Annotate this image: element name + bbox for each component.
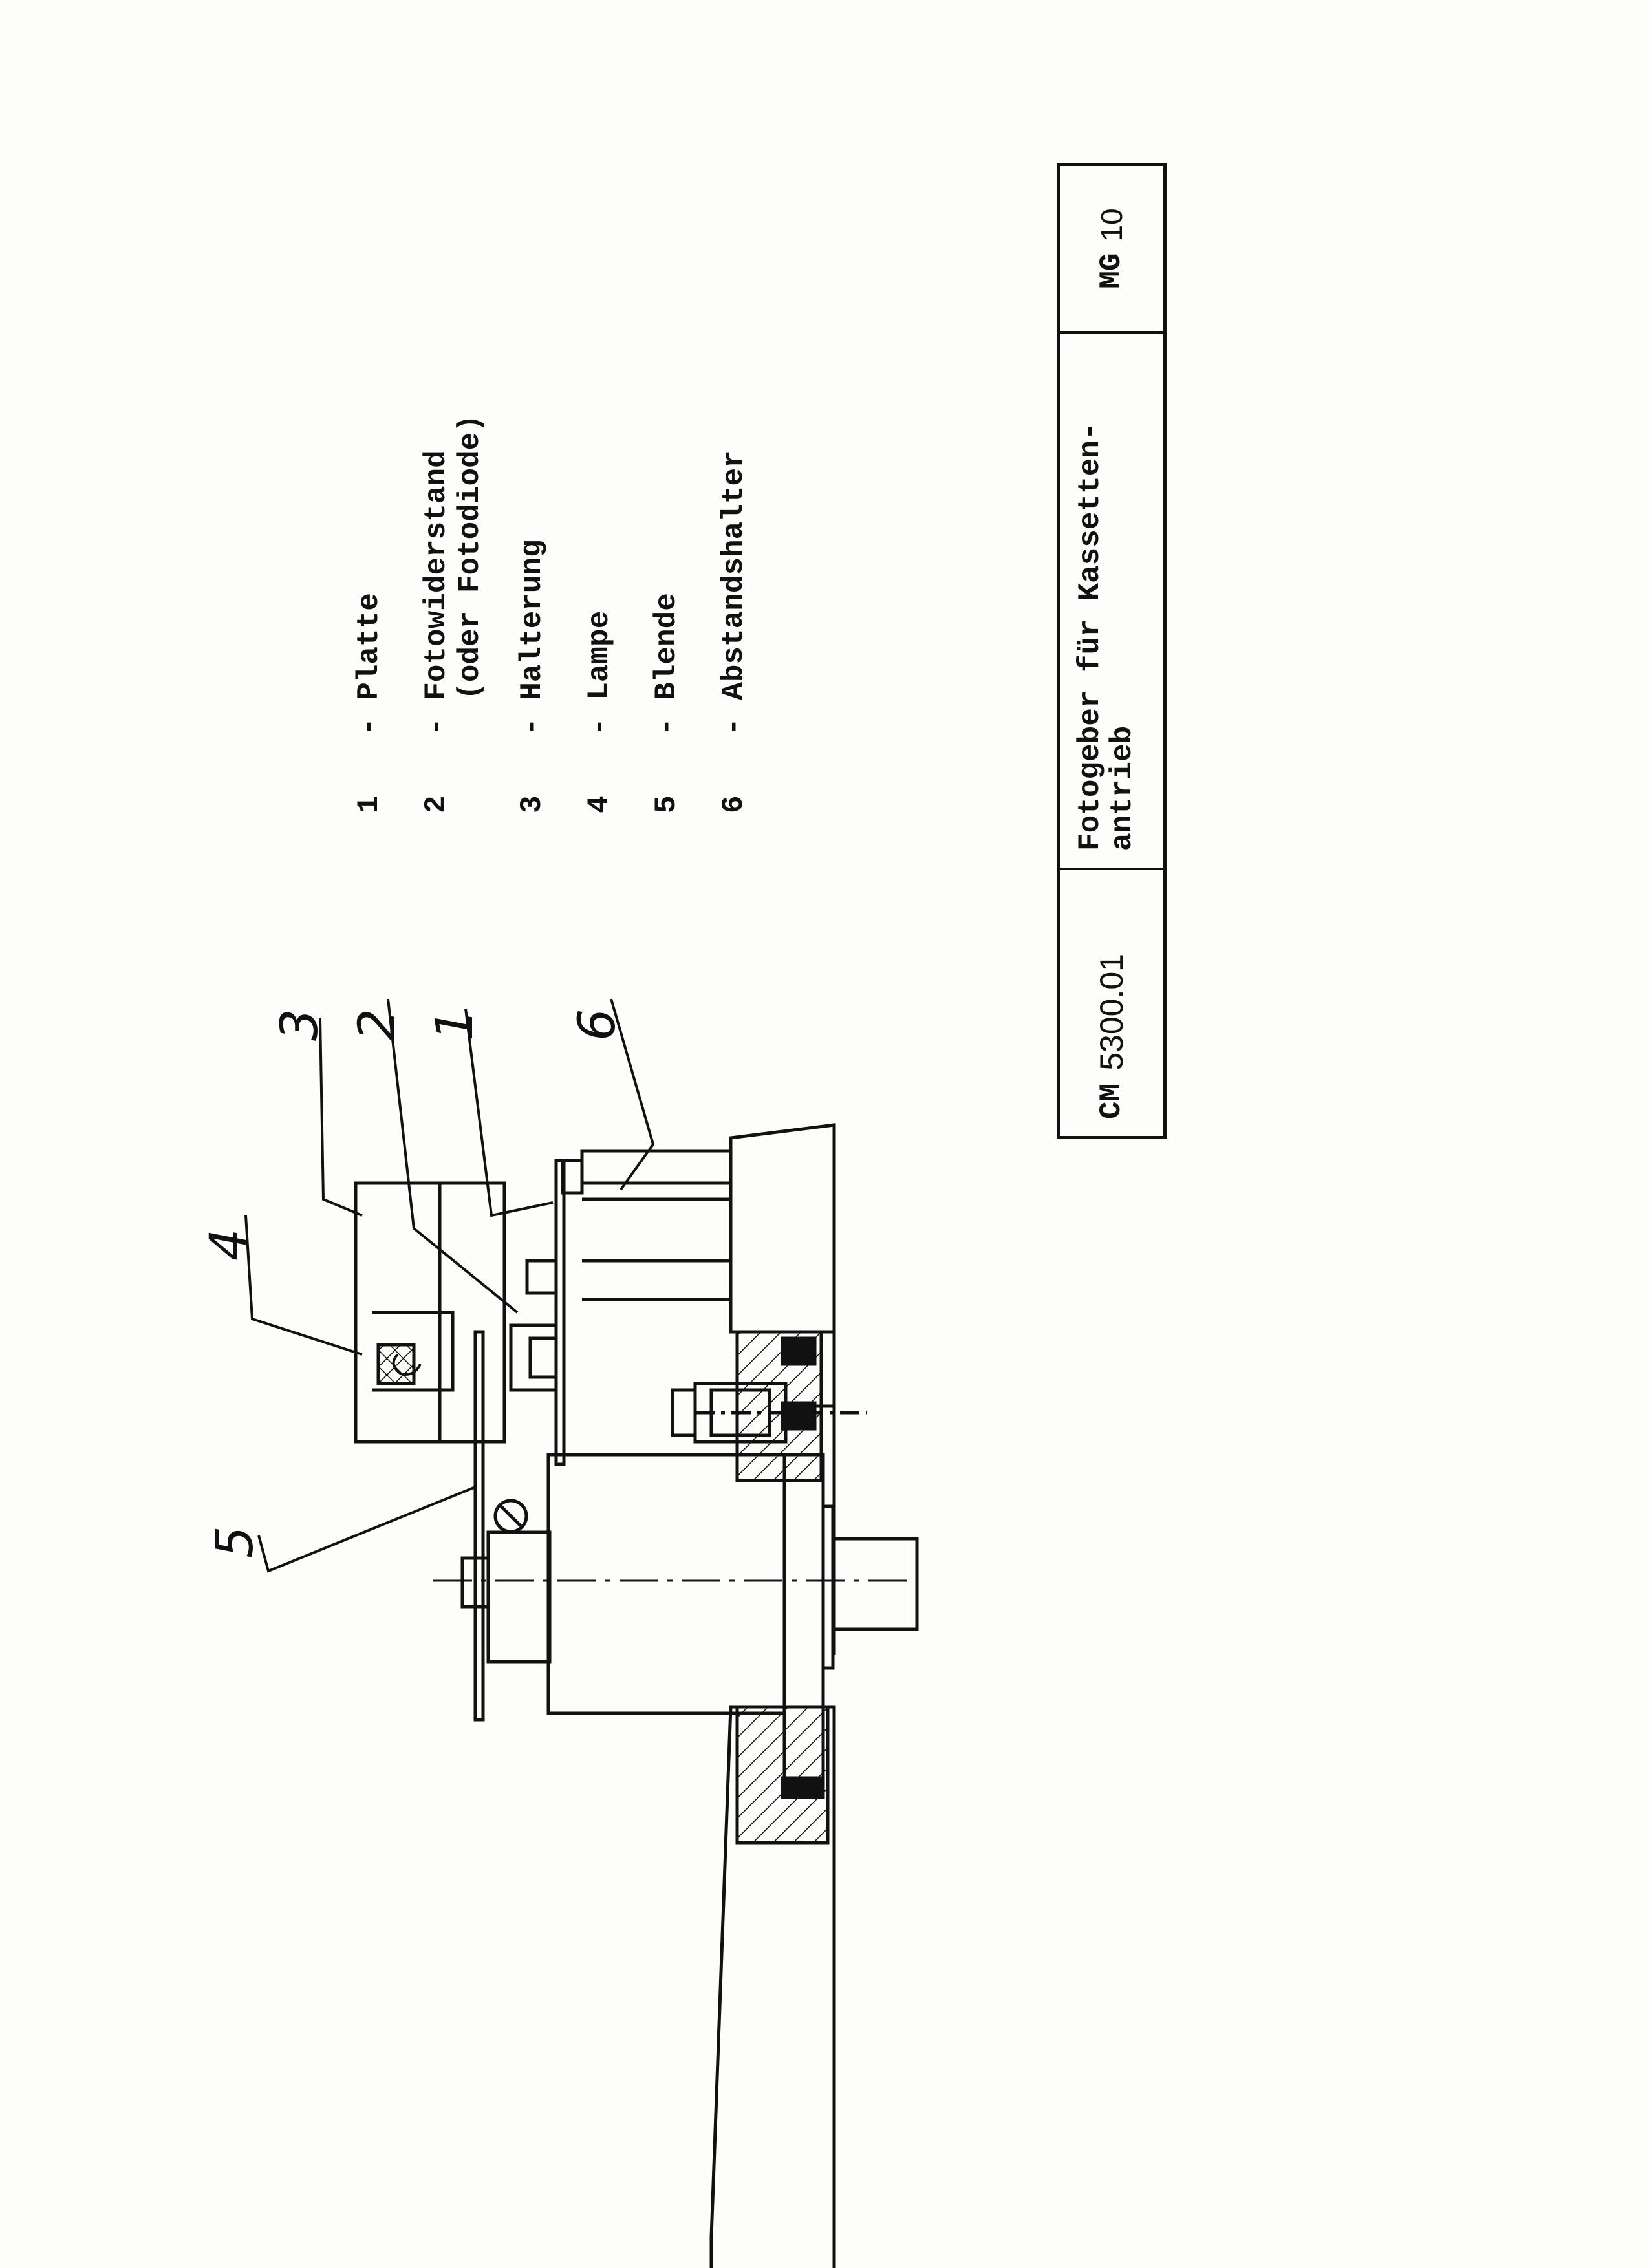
legend-item-1: 1 - Platte	[352, 102, 386, 813]
parts-legend: 1 - Platte 2 - Fotowiderstand (oder Foto…	[352, 102, 784, 813]
legend-number: 6	[717, 795, 751, 813]
callout-4: 4	[200, 1228, 258, 1261]
legend-text: - Halterung	[515, 539, 549, 736]
blende-disc	[473, 1330, 485, 1722]
frame-hatch-lower	[735, 1705, 830, 1845]
callout-5: 5	[206, 1526, 264, 1558]
halterung	[354, 1181, 506, 1444]
platte	[554, 1159, 566, 1466]
callout-3: 3	[271, 1009, 329, 1041]
legend-text: - Platte	[352, 593, 386, 736]
legend-number: 5	[650, 795, 684, 813]
legend-item-6: 6 - Abstandshalter	[717, 102, 751, 813]
document-code-prefix: CM	[1095, 1083, 1128, 1119]
legend-number: 1	[352, 795, 386, 813]
title-block: CM 5300.01 Fotogeber für Kassetten- antr…	[1057, 163, 1167, 1139]
document-code-number: 5300.01	[1094, 954, 1130, 1071]
leader-lines	[244, 998, 655, 1573]
callout-2: 2	[349, 1009, 407, 1041]
legend-item-3: 3 - Halterung	[515, 102, 549, 813]
legend-number: 4	[583, 795, 616, 813]
sheet-reference-prefix: MG	[1095, 253, 1128, 289]
sheet-reference-cell: MG 10	[1060, 166, 1163, 331]
legend-text: - Lampe	[583, 610, 616, 736]
legend-item-2: 2 - Fotowiderstand (oder Fotodiode)	[420, 102, 487, 813]
callout-6: 6	[568, 1009, 627, 1041]
document-title: Fotogeber für Kassetten- antrieb	[1060, 331, 1163, 868]
legend-number: 2	[420, 795, 453, 813]
legend-item-4: 4 - Lampe	[583, 102, 616, 813]
shaft	[831, 1537, 919, 1631]
legend-item-5: 5 - Blende	[650, 102, 684, 813]
legend-text: - Fotowiderstand (oder Fotodiode)	[420, 414, 487, 736]
legend-number: 3	[515, 795, 549, 813]
legend-text: - Abstandshalter	[717, 450, 751, 736]
legend-text: - Blende	[650, 593, 684, 736]
callout-1: 1	[426, 1009, 484, 1041]
sheet-reference-number: 10	[1095, 208, 1128, 242]
lampe-socket	[376, 1343, 416, 1385]
hub-screw	[493, 1499, 528, 1534]
abstandshalter	[580, 1149, 733, 1185]
document-code-cell: CM 5300.01	[1060, 868, 1163, 1136]
